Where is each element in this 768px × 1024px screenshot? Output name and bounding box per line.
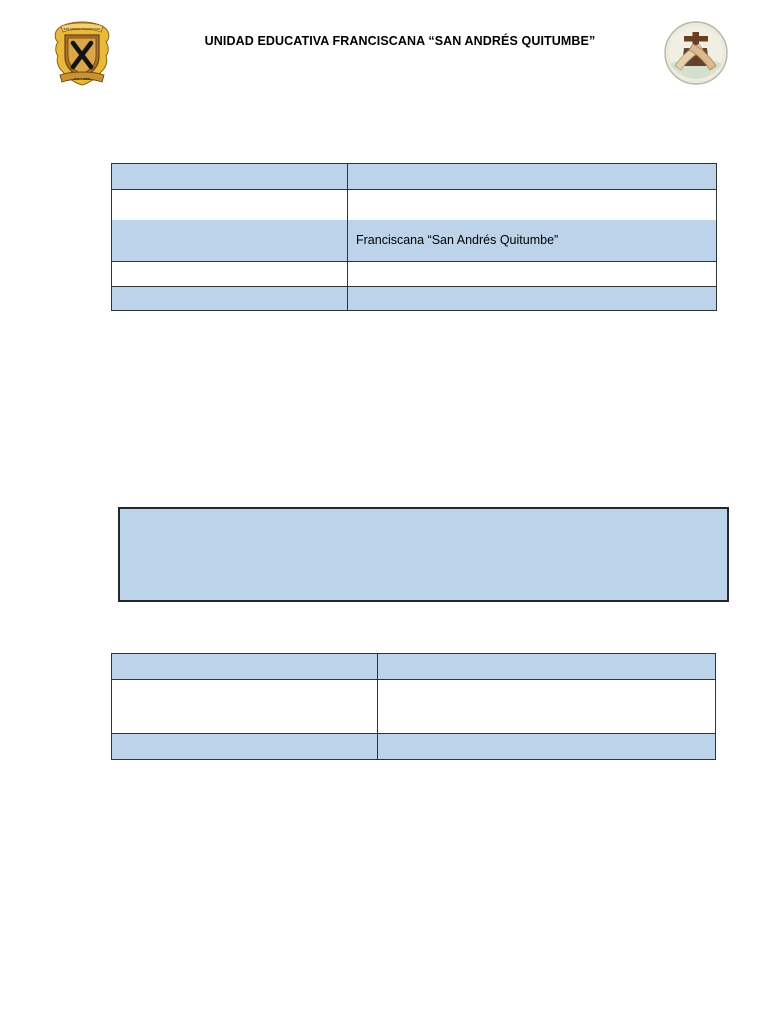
cell-text: [120, 706, 369, 707]
table-cell[interactable]: [377, 733, 716, 760]
table-row: [111, 261, 717, 287]
table-cell[interactable]: [111, 261, 348, 287]
cell-text: [386, 746, 707, 747]
franciscan-emblem-logo-icon: [663, 20, 729, 86]
table-cell[interactable]: [111, 733, 378, 760]
svg-text:SAN ANDRES FRANCISCANA: SAN ANDRES FRANCISCANA: [64, 27, 101, 31]
svg-text:PAZ Y BIEN: PAZ Y BIEN: [74, 77, 91, 81]
table-cell[interactable]: [347, 163, 717, 190]
cell-text: [120, 240, 339, 241]
table-row: Franciscana “San Andrés Quitumbe”: [111, 219, 717, 262]
cell-text: [356, 176, 708, 177]
objective-box[interactable]: [118, 507, 729, 602]
table-cell[interactable]: [111, 189, 348, 220]
table-cell[interactable]: [347, 261, 717, 287]
table-cell[interactable]: [377, 679, 716, 734]
table-cell[interactable]: [377, 653, 716, 680]
document-header: SAN ANDRES FRANCISCANA PAZ Y BIEN UNIDAD…: [0, 0, 768, 110]
cell-text: [386, 706, 707, 707]
table-row: [111, 286, 717, 311]
table-cell[interactable]: [111, 219, 348, 262]
cell-text: [356, 204, 708, 205]
table-row: [111, 653, 716, 680]
cell-text: [120, 298, 339, 299]
table-cell[interactable]: [347, 286, 717, 311]
objective-box-text: [120, 509, 727, 535]
table-cell-institution-name[interactable]: Franciscana “San Andrés Quitumbe”: [347, 219, 717, 262]
cell-text: [120, 204, 339, 205]
table-row: [111, 679, 716, 734]
table-cell[interactable]: [111, 286, 348, 311]
school-shield-logo-icon: SAN ANDRES FRANCISCANA PAZ Y BIEN: [51, 19, 113, 87]
table-cell[interactable]: [111, 653, 378, 680]
cell-text: [120, 666, 369, 667]
resources-table: [111, 653, 716, 760]
cell-text: [356, 274, 708, 275]
cell-text: [386, 666, 707, 667]
cell-text: [356, 298, 708, 299]
identification-table: Franciscana “San Andrés Quitumbe”: [111, 163, 717, 311]
cell-text: [120, 746, 369, 747]
table-cell[interactable]: [347, 189, 717, 220]
table-row: [111, 189, 717, 220]
page-title: UNIDAD EDUCATIVA FRANCISCANA “SAN ANDRÉS…: [204, 34, 596, 49]
cell-text: [120, 176, 339, 177]
table-cell[interactable]: [111, 163, 348, 190]
table-row: [111, 733, 716, 760]
cell-text: Franciscana “San Andrés Quitumbe”: [356, 233, 559, 248]
table-cell[interactable]: [111, 679, 378, 734]
table-row: [111, 163, 717, 190]
cell-text: [120, 274, 339, 275]
